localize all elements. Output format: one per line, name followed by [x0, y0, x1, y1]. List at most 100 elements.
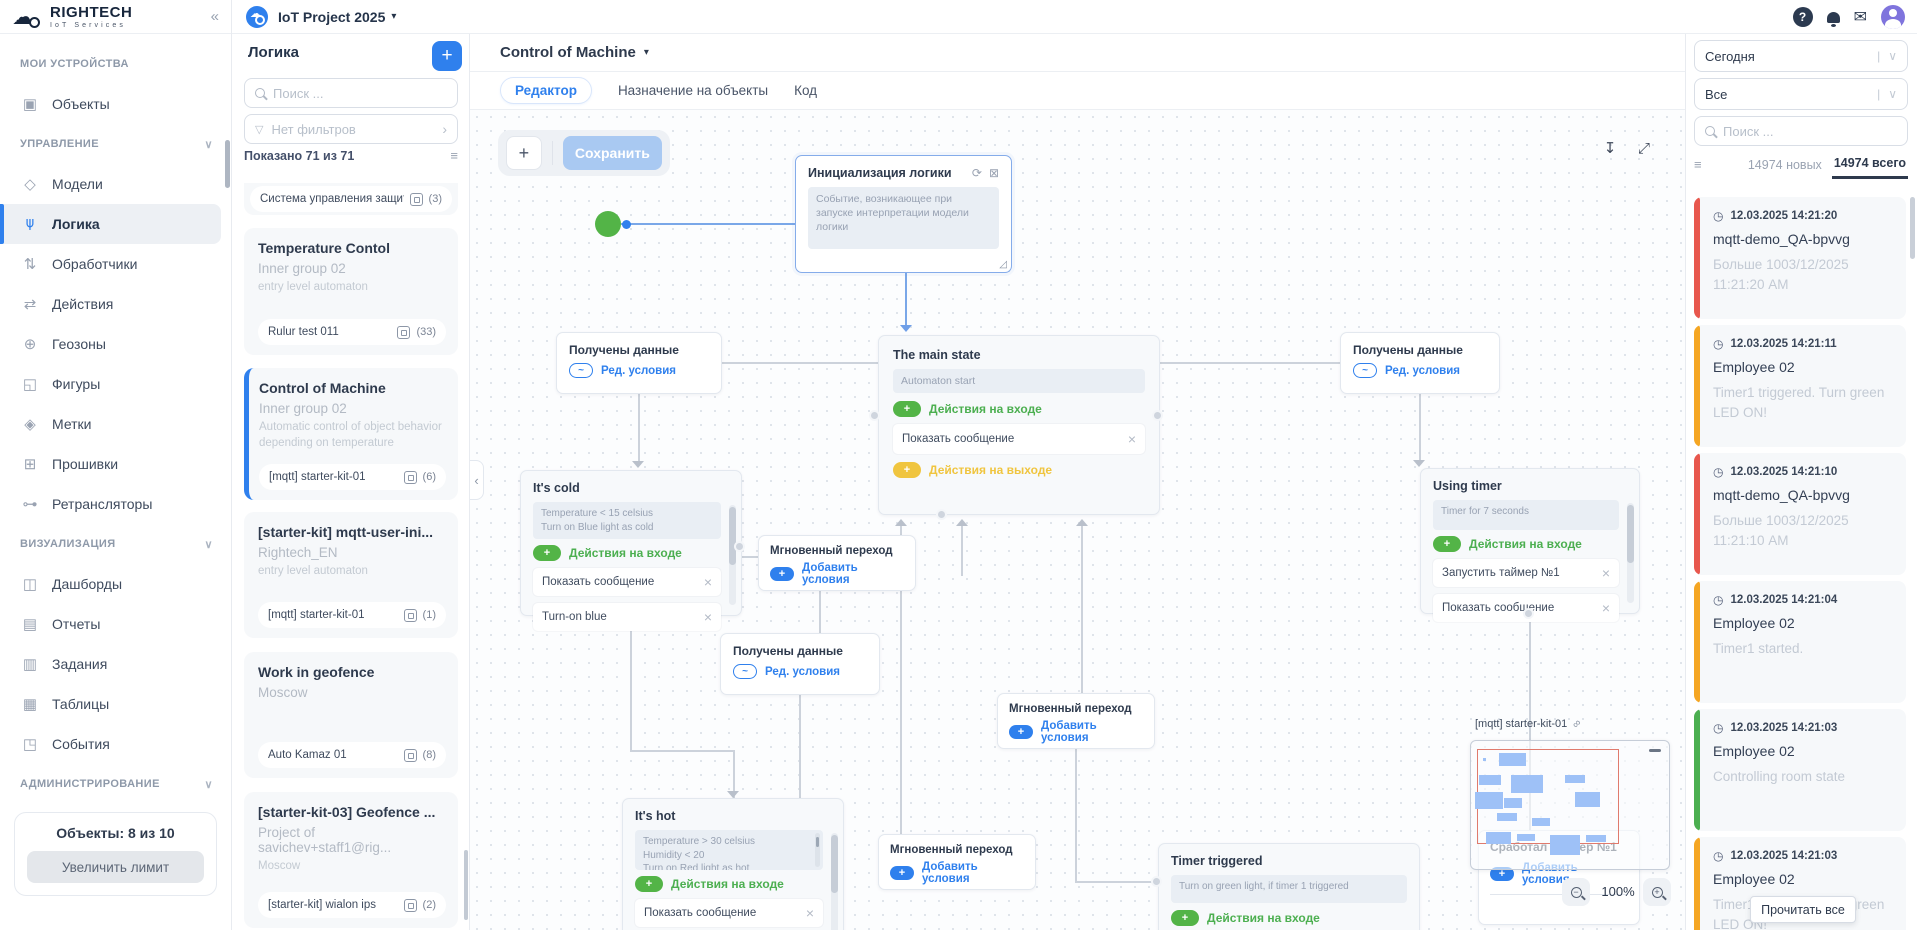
start-connector-dot[interactable]: [622, 220, 631, 229]
events-scrollbar[interactable]: [1910, 197, 1915, 259]
logic-panel-scrollbar[interactable]: [464, 850, 468, 920]
sidebar-item-logic[interactable]: ⋔ Логика: [0, 204, 221, 244]
add-output-action-button[interactable]: +: [893, 462, 921, 479]
user-avatar[interactable]: [1881, 5, 1905, 29]
node-its-hot[interactable]: It's hot Temperature > 30 celsius Humidi…: [622, 798, 844, 930]
add-conditions-link[interactable]: Добавить условия: [1041, 720, 1097, 744]
resize-handle-icon[interactable]: ◿: [999, 259, 1007, 270]
events-search-field[interactable]: [1694, 116, 1908, 146]
event-card[interactable]: ◷12.03.2025 14:21:04 Employee 02 Timer1 …: [1694, 581, 1906, 703]
sidebar-scrollbar[interactable]: [225, 140, 230, 188]
sidebar-item-models[interactable]: ◇ Модели: [0, 164, 221, 204]
editor-title[interactable]: Control of Machine: [500, 44, 636, 61]
sidebar-item-repeaters[interactable]: ⊶ Ретрансляторы: [0, 484, 221, 524]
sidebar-item-dashboards[interactable]: ◫ Дашборды: [0, 564, 221, 604]
remove-action-icon[interactable]: ×: [703, 574, 712, 590]
node-scrollbar[interactable]: [729, 505, 736, 605]
add-condition-button[interactable]: +: [1490, 867, 1514, 881]
sidebar-item-objects[interactable]: ▣ Объекты: [0, 84, 221, 124]
node-instant-transition[interactable]: Мгновенный переход + Добавить условия: [878, 834, 1036, 890]
chevron-down-icon[interactable]: ∨: [1888, 87, 1897, 101]
mail-icon[interactable]: ✉: [1853, 9, 1867, 26]
sidebar-item-figures[interactable]: ◱ Фигуры: [0, 364, 221, 404]
logic-card[interactable]: [starter-kit] mqtt-user-ini... Rightech_…: [244, 512, 458, 638]
project-title[interactable]: IoT Project 2025: [278, 8, 386, 25]
node-data-received[interactable]: Получены данные ~ Ред. условия: [1340, 332, 1500, 394]
add-input-action-button[interactable]: +: [1171, 910, 1199, 926]
start-node[interactable]: [595, 211, 621, 237]
edit-conditions-link[interactable]: Ред. условия: [601, 364, 677, 377]
remove-action-icon[interactable]: ×: [1127, 431, 1136, 448]
event-card[interactable]: ◷12.03.2025 14:21:11 Employee 02 Timer1 …: [1694, 325, 1906, 447]
node-using-timer[interactable]: Using timer Timer for 7 seconds + Действ…: [1420, 468, 1640, 622]
add-conditions-link[interactable]: Добавить условия: [922, 861, 978, 885]
new-count[interactable]: 14974 новых: [1747, 158, 1822, 172]
add-input-action-button[interactable]: +: [533, 545, 561, 561]
tab-assignment[interactable]: Назначение на объекты: [617, 83, 769, 98]
node-instant-transition[interactable]: Мгновенный переход + Добавить условия: [758, 535, 916, 591]
add-input-action-button[interactable]: +: [1433, 536, 1461, 552]
device-chip[interactable]: Система управления защитн... (3): [250, 186, 452, 212]
device-chip[interactable]: Auto Kamaz 01 (8): [258, 742, 446, 768]
remove-action-icon[interactable]: ×: [1601, 600, 1610, 616]
node-scrollbar[interactable]: [1627, 503, 1634, 603]
sidebar-collapse-icon[interactable]: «: [210, 8, 219, 25]
period-select[interactable]: Сегодня |∨: [1694, 40, 1908, 72]
minimap[interactable]: [1470, 740, 1670, 870]
search-input[interactable]: [273, 85, 447, 101]
increase-limit-button[interactable]: Увеличить лимит: [27, 851, 204, 883]
logic-card[interactable]: [starter-kit-03] Geofence ... Project of…: [244, 792, 458, 928]
device-chip[interactable]: [mqtt] starter-kit-01 (6): [259, 464, 446, 490]
sidebar-item-actions[interactable]: ⇄ Действия: [0, 284, 221, 324]
editor-caret-icon[interactable]: ▾: [643, 47, 649, 58]
chevron-down-icon[interactable]: ∨: [1888, 49, 1897, 63]
logic-filter-field[interactable]: ▽ Нет фильтров ›: [244, 114, 458, 144]
zoom-in-button[interactable]: +: [1643, 878, 1671, 906]
list-settings-icon[interactable]: ≡: [450, 148, 458, 163]
help-icon[interactable]: ?: [1792, 7, 1813, 27]
section-administration[interactable]: АДМИНИСТРИРОВАНИЕ∨: [20, 778, 213, 791]
edit-conditions-link[interactable]: Ред. условия: [765, 665, 841, 678]
add-condition-button[interactable]: +: [1009, 725, 1033, 739]
node-data-received[interactable]: Получены данные ~ Ред. условия: [720, 633, 880, 695]
logic-card[interactable]: Temperature Contol Inner group 02 entry …: [244, 228, 458, 355]
node-timer-triggered[interactable]: Timer triggered Turn on green light, if …: [1158, 843, 1420, 930]
add-logic-button[interactable]: +: [432, 41, 462, 71]
edit-conditions-link[interactable]: Ред. условия: [1385, 364, 1461, 377]
tab-editor[interactable]: Редактор: [500, 77, 592, 104]
logic-card[interactable]: Work in geofence Moscow Auto Kamaz 01 (8…: [244, 652, 458, 778]
save-button[interactable]: Сохранить: [562, 136, 663, 170]
refresh-icon[interactable]: ⟳: [971, 166, 982, 180]
connector-dot[interactable]: [1151, 876, 1162, 887]
sidebar-item-firmware[interactable]: ⊞ Прошивки: [0, 444, 221, 484]
sidebar-item-events[interactable]: ◳ События: [0, 724, 221, 764]
event-card[interactable]: ◷12.03.2025 14:21:20 mqtt-demo_QA-bpvvg …: [1694, 197, 1906, 319]
notifications-bell-icon[interactable]: [1826, 11, 1840, 27]
connector-dot[interactable]: [1523, 608, 1534, 619]
filter-expand-icon[interactable]: ›: [442, 121, 447, 137]
node-instant-transition[interactable]: Мгновенный переход + Добавить условия: [997, 693, 1155, 749]
total-count[interactable]: 14974 всего: [1831, 156, 1908, 179]
type-filter-select[interactable]: Все |∨: [1694, 78, 1908, 110]
add-conditions-link[interactable]: Добавить условия: [802, 562, 858, 586]
logic-card-selected[interactable]: Control of Machine Inner group 02 Automa…: [244, 368, 458, 500]
sidebar-item-tables[interactable]: ▦ Таблицы: [0, 684, 221, 724]
action-item[interactable]: Показать сообщение ×: [533, 568, 721, 596]
node-data-received[interactable]: Получены данные ~ Ред. условия: [556, 332, 722, 394]
add-condition-button[interactable]: +: [770, 567, 794, 581]
remove-action-icon[interactable]: ×: [805, 905, 814, 921]
action-item[interactable]: Показать сообщение ×: [635, 899, 823, 927]
logic-card-partial[interactable]: Система управления защитн... (3): [244, 183, 458, 215]
tab-code[interactable]: Код: [794, 83, 818, 98]
node-logic-init[interactable]: Инициализация логики ⟳ ⊠ Событие, возник…: [795, 155, 1012, 273]
action-item[interactable]: Запустить таймер №1 ×: [1433, 559, 1619, 587]
node-scrollbar[interactable]: [831, 833, 838, 930]
event-card[interactable]: ◷12.03.2025 14:21:03 Employee 02 Control…: [1694, 709, 1906, 831]
read-all-tooltip[interactable]: Прочитать все: [1750, 896, 1856, 923]
device-label[interactable]: [mqtt] starter-kit-01 ∞: [1475, 716, 1585, 732]
events-search-input[interactable]: [1723, 123, 1897, 139]
section-visualization[interactable]: ВИЗУАЛИЗАЦИЯ∨: [20, 538, 213, 551]
node-its-cold[interactable]: It's cold Temperature < 15 celsius Turn …: [520, 470, 742, 631]
add-input-action-button[interactable]: +: [893, 401, 921, 418]
connector-dot[interactable]: [1152, 410, 1163, 421]
